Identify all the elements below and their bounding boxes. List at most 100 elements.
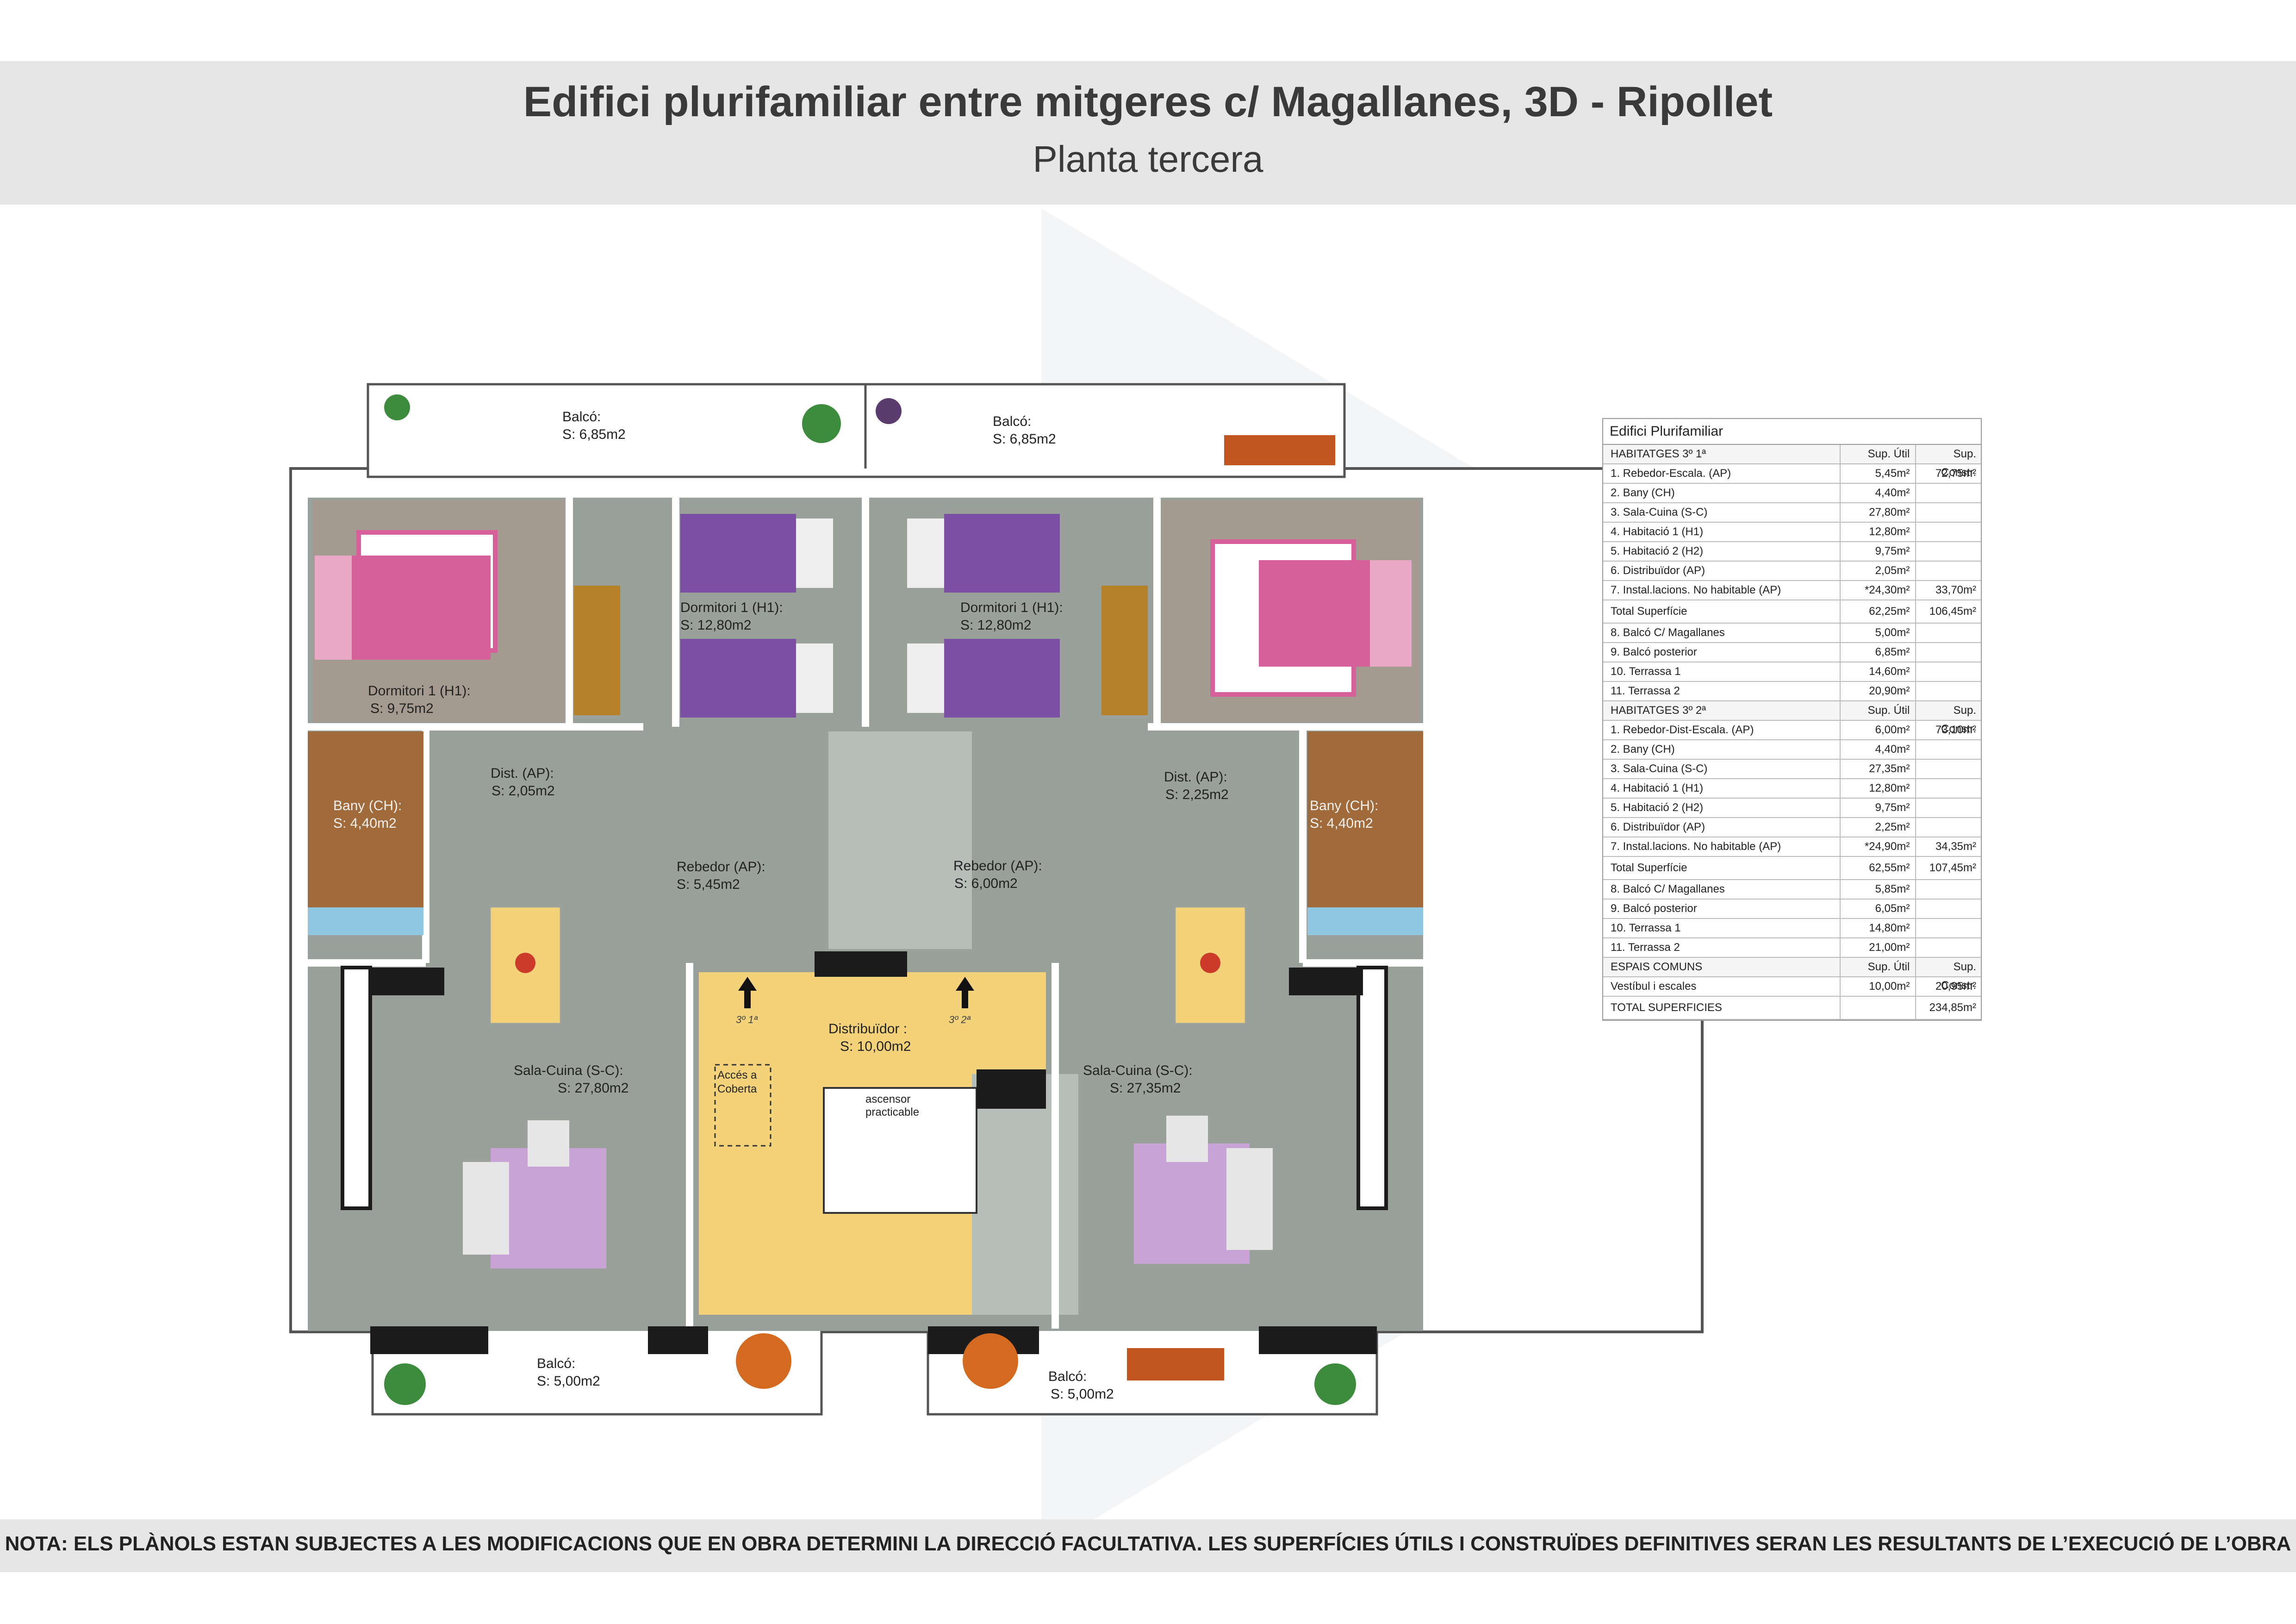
table-cell: 10. Terrassa 1 — [1603, 919, 1841, 937]
room-label-name: Bany (CH): — [333, 798, 402, 813]
entry-arrows — [738, 977, 974, 1008]
table-cell: 9,75m² — [1841, 542, 1916, 561]
table-cell — [1841, 997, 1916, 1019]
door-mark-2: 3º 2ª — [949, 1014, 971, 1025]
table-cell: 21,00m² — [1841, 938, 1916, 957]
table-cell: 20,95m² — [1935, 980, 1976, 993]
room-label-area: S: 4,40m2 — [333, 816, 397, 831]
table-row: 3. Sala-Cuina (S-C)27,35m² — [1603, 760, 1981, 779]
room-label-area: S: 27,80m2 — [558, 1081, 628, 1096]
bathroom-right — [1307, 731, 1423, 935]
table-cell: 6. Distribuïdor (AP) — [1603, 818, 1841, 837]
table-cell: 62,25m² — [1841, 600, 1916, 623]
table-row: 6. Distribuïdor (AP)2,05m² — [1603, 562, 1981, 581]
table-cell — [1916, 484, 1981, 502]
room-label-area: S: 5,00m2 — [537, 1374, 600, 1389]
dining-table-right — [1175, 907, 1245, 1024]
bathroom-left — [308, 731, 423, 935]
sofa-left — [463, 1120, 606, 1268]
interior-walls — [308, 498, 1423, 1329]
room-label-name: Balcó: — [1048, 1369, 1087, 1384]
table-cell: 10,00m² — [1841, 977, 1916, 996]
bedroom-right-double — [1162, 500, 1419, 722]
table-cell: 8. Balcó C/ Magallanes — [1603, 880, 1841, 899]
table-cell: 34,35m² — [1935, 840, 1976, 853]
table-cell: 1. Rebedor-Dist-Escala. (AP) — [1603, 721, 1841, 739]
table-cell: 72,75m² — [1935, 467, 1976, 480]
table-cell: 5,00m² — [1841, 624, 1916, 642]
elevator-label: practicable — [865, 1106, 919, 1118]
room-label-name: Balcó: — [993, 414, 1031, 429]
table-row: 7. Instal.lacions. No habitable (AP)*24,… — [1603, 837, 1981, 857]
table-cell — [1916, 760, 1981, 778]
table-cell: HABITATGES 3º 2ª — [1603, 701, 1841, 720]
table-cell: Sup. Útil — [1841, 701, 1916, 720]
table-cell: Vestíbul i escales — [1603, 977, 1841, 996]
room-label-area: S: 2,05m2 — [492, 783, 555, 799]
sofa-right — [1134, 1116, 1273, 1264]
page-subtitle: Planta tercera — [1033, 138, 1263, 180]
table-cell: 1. Rebedor-Escala. (AP) — [1603, 464, 1841, 483]
room-label-area: S: 6,00m2 — [954, 876, 1018, 891]
room-label-area: S: 5,00m2 — [1051, 1387, 1114, 1402]
table-cell: 5. Habitació 2 (H2) — [1603, 799, 1841, 817]
table-cell — [1916, 740, 1981, 759]
room-label-area: S: 2,25m2 — [1165, 787, 1229, 802]
footer-note: NOTA: ELS PLÀNOLS ESTAN SUBJECTES A LES … — [5, 1532, 2291, 1555]
table-cell: HABITATGES 3º 1ª — [1603, 445, 1841, 463]
room-labels: Balcó: S: 6,85m2 Balcó: S: 6,85m2 Dormit… — [333, 409, 1378, 1402]
elevator-label: ascensor — [865, 1093, 910, 1106]
stair-upper — [828, 731, 972, 949]
table-cell: 5. Habitació 2 (H2) — [1603, 542, 1841, 561]
bedroom-left-double — [312, 500, 565, 722]
room-label-name: Dormitori 1 (H1): — [680, 600, 783, 615]
table-cell: TOTAL SUPERFICIES — [1603, 997, 1841, 1019]
table-cell — [1916, 880, 1981, 899]
table-cell: Sup. Útil — [1841, 958, 1916, 976]
room-label-area: S: 9,75m2 — [370, 701, 434, 716]
roof-access-label: Coberta — [717, 1083, 757, 1095]
table-cell: *24,90m² — [1841, 837, 1916, 856]
room-label-name: Sala-Cuina (S-C): — [514, 1063, 623, 1078]
table-cell: Sup. Constr. — [1941, 961, 1976, 992]
room-label-name: Dist. (AP): — [491, 766, 554, 781]
bedroom-twin-left — [574, 514, 833, 718]
room-label-name: Dist. (AP): — [1164, 769, 1227, 785]
table-cell: 4. Habitació 1 (H1) — [1603, 779, 1841, 798]
door-mark-1: 3º 1ª — [736, 1014, 758, 1025]
table-cell: 234,85m² — [1929, 1001, 1976, 1014]
table-title: Edifici Plurifamiliar — [1603, 419, 1981, 445]
table-cell — [1916, 624, 1981, 642]
table-row: 5. Habitació 2 (H2)9,75m² — [1603, 542, 1981, 562]
table-cell: 10. Terrassa 1 — [1603, 662, 1841, 681]
room-label-name: Rebedor (AP): — [953, 858, 1042, 874]
roof-access-label: Accés a — [717, 1069, 757, 1081]
table-cell — [1916, 779, 1981, 798]
table-cell: ESPAIS COMUNS — [1603, 958, 1841, 976]
table-total-row: TOTAL SUPERFICIES 234,85m² — [1603, 997, 1981, 1020]
room-label-name: Balcó: — [537, 1356, 575, 1371]
table-cell: 11. Terrassa 2 — [1603, 938, 1841, 957]
room-label-name: Bany (CH): — [1310, 798, 1378, 813]
table-cell: 8. Balcó C/ Magallanes — [1603, 624, 1841, 642]
table-cell: 6,85m² — [1841, 643, 1916, 662]
table-cell: 62,55m² — [1841, 857, 1916, 879]
room-label-name: Dormitori 1 (H1): — [960, 600, 1063, 615]
room-label-area: S: 12,80m2 — [960, 618, 1031, 633]
table-cell: 12,80m² — [1841, 523, 1916, 541]
table-cell: 33,70m² — [1935, 584, 1976, 596]
table-cell — [1916, 818, 1981, 837]
room-label-name: Balcó: — [562, 409, 601, 425]
